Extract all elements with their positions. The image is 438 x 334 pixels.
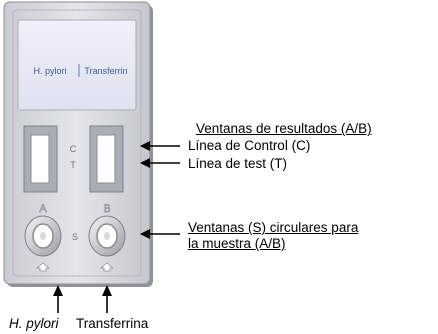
cassette-inner-edge (12, 9, 142, 277)
well-b-arrow-icon (99, 262, 115, 272)
control-marker: C (70, 144, 77, 154)
well-a-letter: A (39, 203, 47, 215)
label-hpylori: H. pylori (33, 66, 66, 76)
results-windows-title: Ventanas de resultados (A/B) (196, 121, 372, 136)
hpylori-up-arrow-icon (53, 285, 63, 313)
test-line-arrow-icon (140, 158, 180, 168)
sample-windows-label-line1: Ventanas (S) circulares para (188, 220, 359, 235)
test-line-label: Línea de test (T) (188, 156, 288, 171)
label-transferrin: Transferrin (84, 66, 127, 76)
sample-windows-label-line2: la muestra (A/B) (188, 236, 286, 251)
sample-marker: S (72, 232, 78, 242)
control-line-arrow-icon (140, 141, 180, 151)
well-b-letter: B (103, 203, 110, 215)
transferrin-up-arrow-icon (102, 285, 112, 313)
result-window-b (89, 125, 124, 193)
result-window-a (23, 125, 58, 193)
sample-well-a (24, 215, 62, 257)
test-cassette: H. pylori Transferrin C T A B S (3, 1, 153, 287)
test-marker: T (70, 160, 76, 170)
label-panel (17, 19, 137, 111)
well-a-arrow-icon (35, 262, 51, 272)
annotation-arrows (53, 141, 180, 313)
bottom-label-hpylori: H. pylori (9, 316, 59, 331)
control-line-label: Línea de Control (C) (188, 138, 311, 153)
bottom-label-transferrina: Transferrina (76, 316, 149, 331)
sample-well-b (88, 215, 126, 257)
sample-window-arrow-icon (140, 229, 180, 239)
